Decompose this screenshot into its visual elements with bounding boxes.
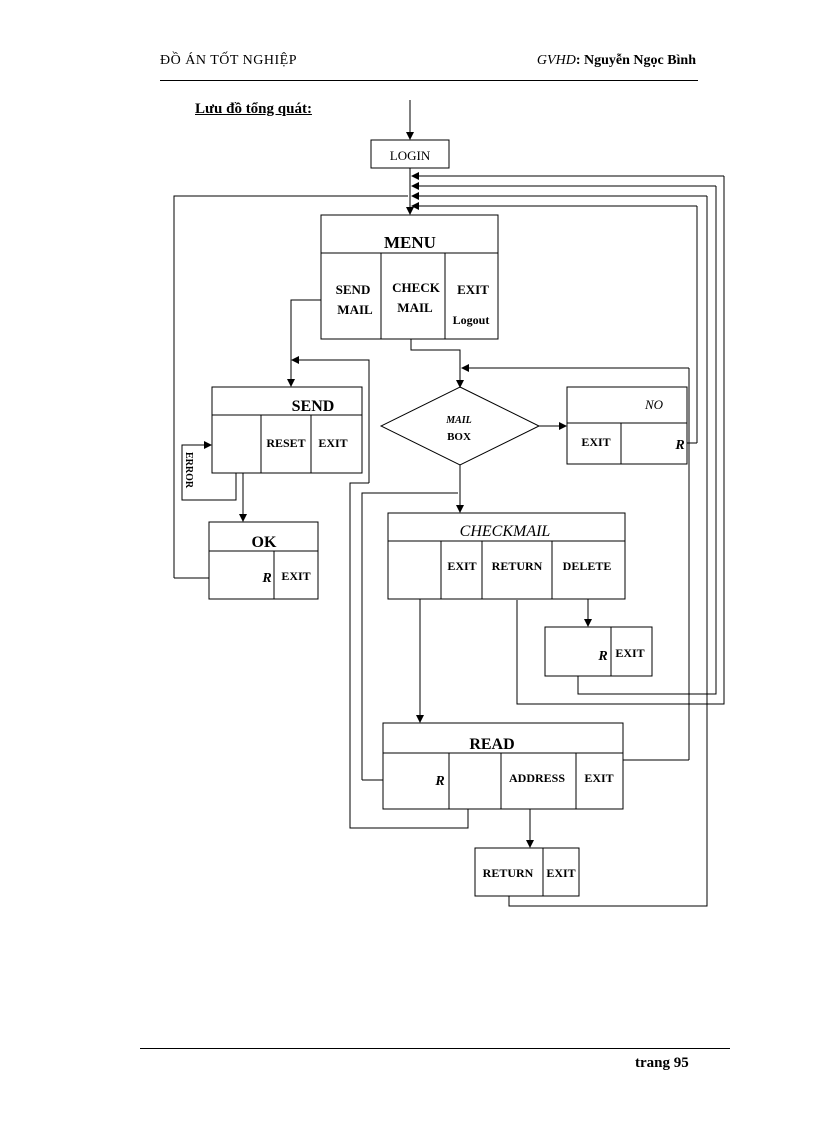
ok-r: R <box>261 571 271 586</box>
no-box <box>566 386 688 465</box>
page-number: trang 95 <box>635 1055 689 1071</box>
ok-title: OK <box>252 534 277 551</box>
menu-title: MENU <box>384 233 436 252</box>
header-gvhd-label: GVHD <box>536 53 576 68</box>
send-title: SEND <box>292 398 335 415</box>
delete-sub-r: R <box>597 649 607 664</box>
arrow-menu-mailbox <box>410 339 464 388</box>
menu-check-mail-line2: MAIL <box>397 300 433 315</box>
checkmail-delete: DELETE <box>563 559 612 573</box>
checkmail-exit: EXIT <box>447 559 476 573</box>
checkmail-box <box>387 512 626 600</box>
loop-return-delete <box>577 186 717 695</box>
read-exit: EXIT <box>584 771 613 785</box>
read-sub-exit: EXIT <box>546 866 575 880</box>
read-sub-box <box>474 847 580 897</box>
send-box <box>211 386 363 474</box>
no-r: R <box>674 438 684 453</box>
menu-send-mail-line2: MAIL <box>337 302 373 317</box>
send-exit: EXIT <box>318 436 347 450</box>
ok-box <box>208 521 319 600</box>
diagram-title: Lưu đồ tổng quát: <box>195 101 312 117</box>
footer-rule <box>140 1048 730 1049</box>
delete-sub-box <box>544 626 653 677</box>
header-rule <box>160 80 698 81</box>
read-r: R <box>434 774 444 789</box>
read-address: ADDRESS <box>509 771 565 785</box>
menu-box <box>320 214 499 340</box>
send-error-label: ERROR <box>183 452 194 489</box>
menu-check-mail-line1: CHECK <box>392 280 441 295</box>
send-reset: RESET <box>266 436 305 450</box>
loop-return-ok <box>173 195 408 578</box>
ok-exit: EXIT <box>281 569 310 583</box>
header-left-title: ĐỒ ÁN TỐT NGHIỆP <box>160 53 297 68</box>
delete-sub-exit: EXIT <box>615 646 644 660</box>
header-right: GVHD: Nguyễn Ngọc Bình <box>537 53 696 69</box>
menu-exit: EXIT <box>457 282 489 297</box>
no-title: NO <box>644 397 664 412</box>
read-title: READ <box>469 736 514 753</box>
read-sub-return: RETURN <box>483 866 534 880</box>
loop-return-read-sub <box>508 196 708 907</box>
mailbox-decision <box>379 386 541 466</box>
read-box <box>382 722 624 810</box>
loop-return-checkmail <box>516 176 725 705</box>
menu-send-mail-line1: SEND <box>336 282 371 297</box>
checkmail-return: RETURN <box>492 559 543 573</box>
no-exit: EXIT <box>581 435 610 449</box>
mailbox-line1: MAIL <box>445 415 472 426</box>
error-loop <box>181 441 237 501</box>
header-advisor-name: : Nguyễn Ngọc Bình <box>575 53 696 68</box>
checkmail-title: CHECKMAIL <box>460 523 551 540</box>
arrow-menu-send <box>287 299 321 387</box>
menu-logout: Logout <box>453 313 490 327</box>
mailbox-line2: BOX <box>447 431 471 443</box>
login-label: LOGIN <box>390 148 431 163</box>
